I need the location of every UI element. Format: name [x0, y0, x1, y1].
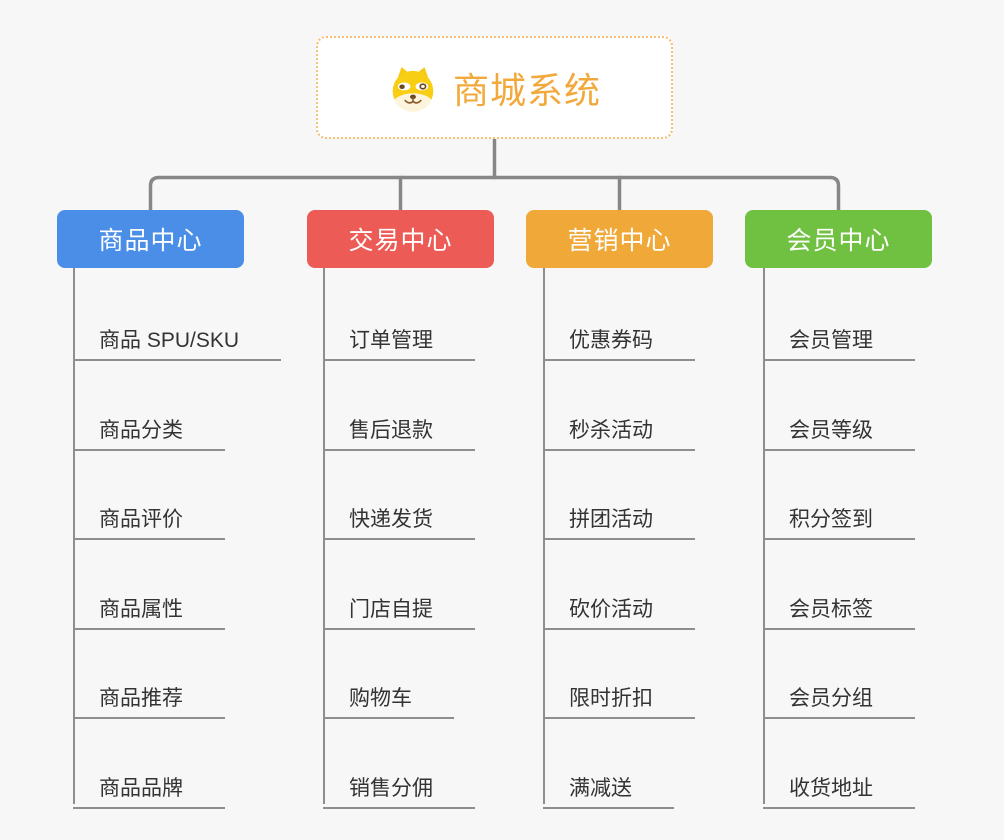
leaf-node[interactable]: 销售分佣	[323, 762, 475, 809]
leaf-node[interactable]: 商品属性	[73, 583, 225, 630]
leaf-node[interactable]: 售后退款	[323, 404, 475, 451]
leaf-node[interactable]: 商品评价	[73, 493, 225, 540]
leaf-node[interactable]: 商品分类	[73, 404, 225, 451]
branch-spine-line	[543, 268, 545, 804]
leaf-node[interactable]: 满减送	[543, 762, 674, 809]
leaf-node[interactable]: 积分签到	[763, 493, 915, 540]
leaf-node[interactable]: 商品推荐	[73, 672, 225, 719]
leaf-node[interactable]: 会员等级	[763, 404, 915, 451]
branch-spine-line	[763, 268, 765, 804]
leaf-node[interactable]: 优惠券码	[543, 314, 695, 361]
leaf-node[interactable]: 会员管理	[763, 314, 915, 361]
leaf-node[interactable]: 购物车	[323, 672, 454, 719]
leaf-node[interactable]: 快递发货	[323, 493, 475, 540]
branch-spine-line	[73, 268, 75, 804]
leaf-node[interactable]: 会员分组	[763, 672, 915, 719]
leaf-node[interactable]: 拼团活动	[543, 493, 695, 540]
branch-node-label: 交易中心	[348, 227, 453, 255]
leaf-node[interactable]: 秒杀活动	[543, 404, 695, 451]
leaf-node[interactable]: 商品 SPU/SKU	[73, 314, 282, 361]
branch-node-member-center[interactable]: 会员中心	[745, 210, 932, 268]
branch-node-label: 会员中心	[786, 227, 891, 255]
dog-face-icon	[392, 66, 434, 111]
branch-spine-line	[323, 268, 325, 804]
leaf-node[interactable]: 订单管理	[323, 314, 475, 361]
leaf-node[interactable]: 收货地址	[763, 762, 915, 809]
root-node[interactable]: 商城系统	[316, 36, 673, 139]
leaf-node[interactable]: 商品品牌	[73, 762, 225, 809]
leaf-node[interactable]: 会员标签	[763, 583, 915, 630]
leaf-node[interactable]: 限时折扣	[543, 672, 695, 719]
leaf-node[interactable]: 砍价活动	[543, 583, 695, 630]
branch-node-marketing-center[interactable]: 营销中心	[526, 210, 713, 268]
branch-node-product-center[interactable]: 商品中心	[57, 210, 244, 268]
branch-node-label: 商品中心	[98, 227, 203, 255]
root-node-title: 商城系统	[452, 69, 601, 111]
branch-node-label: 营销中心	[567, 227, 672, 255]
leaf-node[interactable]: 门店自提	[323, 583, 475, 630]
branch-node-trade-center[interactable]: 交易中心	[307, 210, 494, 268]
